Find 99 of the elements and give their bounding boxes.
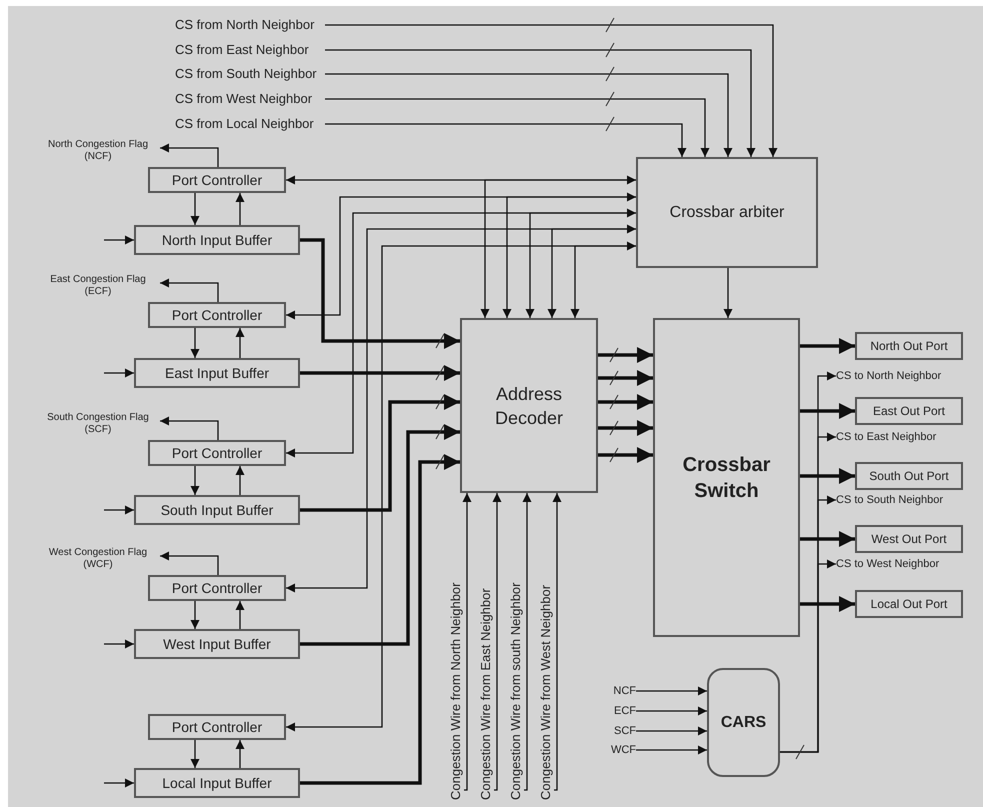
arrow	[104, 640, 134, 648]
bus-arrow	[800, 403, 855, 419]
port-box: South Out Port	[855, 462, 963, 490]
arrow	[286, 224, 636, 592]
arrow	[780, 560, 836, 753]
arrow	[636, 746, 707, 754]
arrow	[636, 706, 707, 716]
arrow	[160, 144, 219, 167]
arrow	[492, 493, 502, 791]
signal-label: CS from East Neighbor	[175, 41, 325, 59]
signal-label: Congestion Wire from North Neighbor	[448, 505, 464, 800]
arrow	[160, 416, 219, 440]
arrow	[190, 466, 200, 495]
block-box: Port Controller	[148, 167, 286, 193]
signal-label: CS from Local Neighbor	[175, 115, 325, 133]
arrow	[160, 552, 219, 575]
signal-label: WCF	[606, 743, 636, 757]
block-box: Port Controller	[148, 302, 286, 328]
arbiter-box: Crossbar arbiter	[636, 157, 818, 268]
block-box: South Input Buffer	[134, 495, 300, 525]
arrow	[286, 192, 636, 320]
block-box: East Input Buffer	[134, 358, 300, 388]
arrow	[160, 278, 219, 302]
arrow	[325, 49, 756, 157]
signal-label: Congestion Wire from south Neighbor	[508, 505, 524, 800]
signal-label: Congestion Wire from West Neighbor	[538, 505, 554, 800]
bus-arrow	[598, 420, 653, 436]
arrow	[502, 196, 636, 318]
switch-box: Crossbar Switch	[653, 318, 800, 637]
arrow	[480, 179, 636, 318]
block-box: Port Controller	[148, 575, 286, 601]
arrow	[190, 328, 200, 358]
arrow	[190, 193, 200, 225]
arrow	[552, 493, 562, 791]
arrow	[462, 493, 472, 791]
arrow	[236, 328, 244, 358]
arrow	[104, 778, 134, 788]
signal-label: Congestion Wire from East Neighbor	[478, 505, 494, 800]
signal-label: SCF	[606, 724, 636, 738]
port-box: West Out Port	[855, 525, 963, 553]
bus-arrow	[300, 365, 460, 381]
decoder-box: Address Decoder	[460, 318, 598, 493]
bus-arrow	[300, 394, 460, 512]
arrow	[104, 236, 134, 244]
port-box: East Out Port	[855, 397, 963, 425]
arrow	[570, 245, 636, 318]
signal-label: NCF	[606, 684, 636, 698]
signal-label: CS to North Neighbor	[836, 368, 981, 384]
arrow	[325, 123, 686, 157]
arrow	[236, 466, 244, 495]
arrow	[325, 98, 710, 157]
bus-arrow	[598, 347, 653, 363]
arrow	[636, 726, 707, 736]
arrow	[286, 208, 636, 458]
flag-label: South Congestion Flag (SCF)	[36, 412, 160, 442]
arrow	[286, 176, 636, 184]
arrow	[190, 740, 200, 768]
signal-label: CS to East Neighbor	[836, 429, 981, 445]
block-box: Local Input Buffer	[134, 768, 300, 798]
bus-arrow	[800, 531, 855, 547]
cars-box: CARS	[707, 668, 780, 777]
arrow	[190, 601, 200, 629]
port-box: Local Out Port	[855, 590, 963, 618]
bus-arrow	[300, 424, 460, 646]
flag-label: East Congestion Flag (ECF)	[36, 274, 160, 304]
block-box: West Input Buffer	[134, 629, 300, 659]
port-box: North Out Port	[855, 332, 963, 360]
arrow	[104, 506, 134, 514]
arrow	[526, 212, 636, 318]
bus-arrow	[598, 394, 653, 410]
signal-label: CS from South Neighbor	[175, 65, 325, 83]
arrow	[286, 242, 636, 732]
arrow	[104, 368, 134, 378]
bus-arrow	[800, 468, 855, 484]
flag-label: North Congestion Flag (NCF)	[36, 139, 160, 169]
block-box: North Input Buffer	[134, 225, 300, 255]
arrow	[236, 601, 244, 629]
arrow	[236, 193, 244, 225]
bus-arrow	[300, 454, 460, 785]
arrow	[548, 228, 636, 318]
signal-label: CS from West Neighbor	[175, 90, 325, 108]
bus-arrow	[800, 596, 855, 612]
arrow	[236, 740, 244, 768]
bus-arrow	[598, 370, 653, 386]
signal-label: CS to West Neighbor	[836, 556, 981, 572]
signal-label: ECF	[606, 704, 636, 718]
flag-label: West Congestion Flag (WCF)	[36, 547, 160, 577]
arrow	[636, 686, 707, 696]
signal-label: CS to South Neighbor	[836, 492, 981, 508]
arrow	[325, 73, 732, 157]
block-box: Port Controller	[148, 714, 286, 740]
bus-arrow	[300, 238, 460, 349]
block-box: Port Controller	[148, 440, 286, 466]
signal-label: CS from North Neighbor	[175, 16, 325, 34]
arrow	[325, 24, 778, 157]
bus-arrow	[800, 338, 855, 354]
arrow	[522, 493, 532, 791]
arrow	[724, 268, 732, 318]
bus-arrow	[598, 447, 653, 463]
